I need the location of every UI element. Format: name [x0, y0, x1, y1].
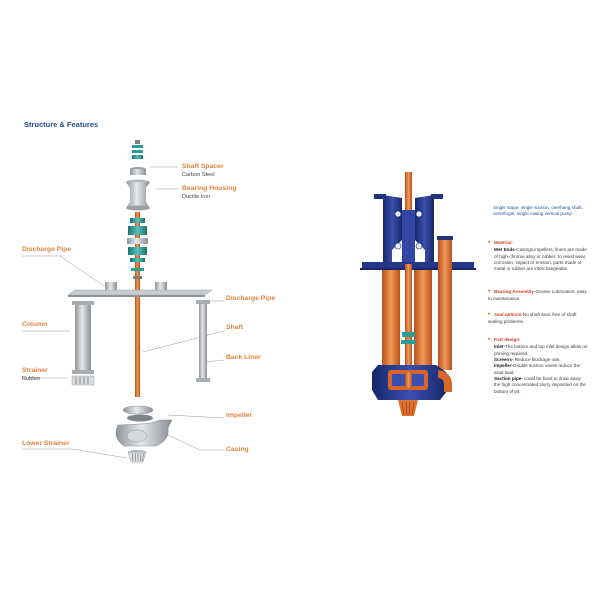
feature-bold: Screens- — [494, 356, 514, 362]
label-shaft-spacer: Shaft Spacer — [182, 163, 224, 170]
discharge-pipe — [199, 304, 207, 378]
feature-bold: Wet Ends- — [494, 247, 517, 253]
label-lower-strainer: Lower Strainer — [22, 440, 70, 447]
label-shaft-spacer-material: Carbon Steel — [182, 172, 215, 178]
label-discharge-pipe-left: Discharge Pipe — [22, 246, 72, 253]
label-bearing-housing: Bearing Housing — [182, 185, 237, 192]
label-strainer-material: Rubber — [22, 376, 41, 382]
shaft-spacer — [130, 169, 146, 175]
bearing-housing — [126, 182, 150, 208]
label-shaft: Shaft — [226, 324, 243, 331]
sectional-view — [360, 172, 476, 416]
feature-text: Section pipe- could be fixed to draw awa… — [488, 376, 588, 395]
feature-heading: Part design: — [494, 337, 521, 342]
feature-bearing: •Bearing Assembly-Grease Lubrication, ea… — [488, 288, 588, 303]
feature-heading: Material: — [494, 240, 513, 245]
feature-bold: Inlet- — [494, 344, 505, 350]
back-liner — [122, 405, 154, 415]
feature-line: Reduce blockage rate. — [513, 356, 561, 362]
intro-text: Single stage, single suction, overhang s… — [493, 205, 583, 217]
label-discharge-pipe-right: Discharge Pipe — [226, 295, 276, 302]
feature-text: Wet Ends-Casings,impellers, liners are m… — [488, 247, 588, 272]
shaft — [135, 212, 140, 397]
label-impeller: Impeller — [226, 412, 253, 419]
feature-part-design: •Part design: Inlet-The bottom and top i… — [488, 336, 588, 395]
bullet-icon: • — [488, 312, 491, 318]
label-back-liner: Back Liner — [226, 354, 261, 361]
feature-heading: Seal options- — [494, 312, 523, 317]
feature-bold: Section pipe- — [494, 375, 523, 381]
feature-seal: •Seal options-No shaft seal, free of sha… — [488, 311, 588, 326]
top-nut — [135, 140, 140, 144]
feature-heading: Bearing Assembly- — [494, 289, 536, 294]
label-bearing-housing-material: Ductile Iron — [182, 194, 211, 200]
bullet-icon: • — [488, 337, 491, 343]
bullet-icon: • — [488, 289, 491, 295]
strainer — [71, 375, 95, 386]
feature-bold: Impeller- — [494, 363, 514, 369]
feature-text: Impeller-Double suction vanes reduce the… — [488, 363, 588, 376]
feature-text: Screens- Reduce blockage rate. — [488, 357, 588, 363]
lower-strainer — [127, 451, 147, 463]
feature-line: could be fixed to draw away the high con… — [494, 375, 586, 394]
label-casing: Casing — [226, 446, 249, 453]
feature-line: The bottom and top inlet design allow no… — [494, 344, 588, 356]
bullet-icon: • — [488, 240, 491, 246]
feature-line: Grease Lubrication, easy to maintenance. — [488, 289, 587, 302]
feature-line: Casings,impellers, liners are made of hi… — [494, 247, 587, 272]
leader-lines — [22, 166, 225, 459]
base-plate — [67, 289, 213, 296]
feature-line: No shaft seal, free of shaft sealing pro… — [488, 312, 577, 325]
feature-material: •Material: Wet Ends-Casings,impellers, l… — [488, 239, 588, 273]
section-title: Structure & Features — [24, 120, 99, 129]
coupling-ring — [132, 145, 143, 148]
label-column: Column — [22, 321, 48, 328]
label-strainer: Strainer — [22, 367, 48, 374]
feature-text: Inlet-The bottom and top inlet design al… — [488, 344, 588, 357]
column — [75, 305, 91, 370]
feature-line: Double suction vanes reduce the axial lo… — [494, 363, 581, 375]
